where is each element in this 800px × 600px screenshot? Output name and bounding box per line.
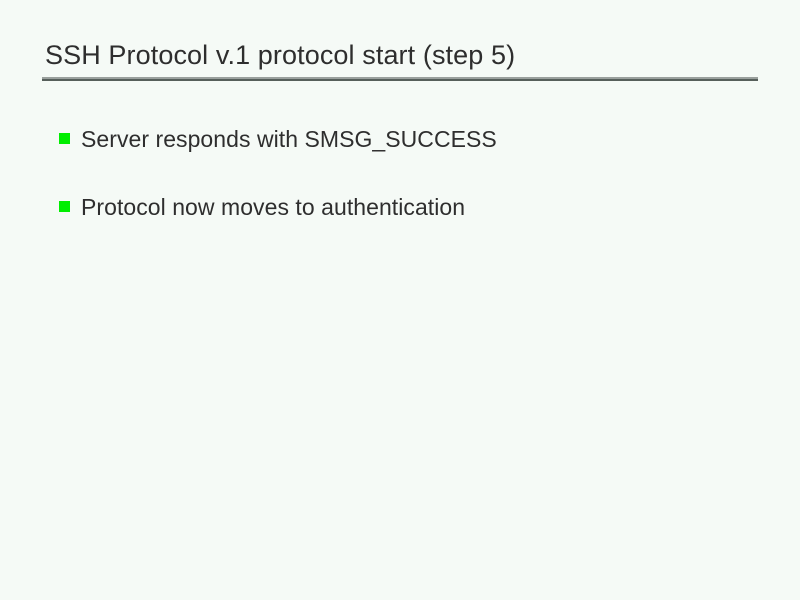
rule-light-band — [42, 77, 758, 79]
bullet-item-label: Server responds with SMSG_SUCCESS — [81, 126, 497, 152]
slide-bullet-list: Server responds with SMSG_SUCCESS Protoc… — [59, 124, 759, 260]
bullet-item-label: Protocol now moves to authentication — [81, 194, 466, 220]
list-item: Protocol now moves to authentication — [59, 192, 759, 225]
title-divider-rule — [42, 77, 758, 81]
slide-title: SSH Protocol v.1 protocol start (step 5) — [45, 40, 516, 70]
green-square-bullet-icon — [59, 201, 70, 212]
green-square-bullet-icon — [59, 133, 70, 144]
list-item: Server responds with SMSG_SUCCESS — [59, 124, 759, 157]
rule-dark-band — [42, 79, 758, 81]
